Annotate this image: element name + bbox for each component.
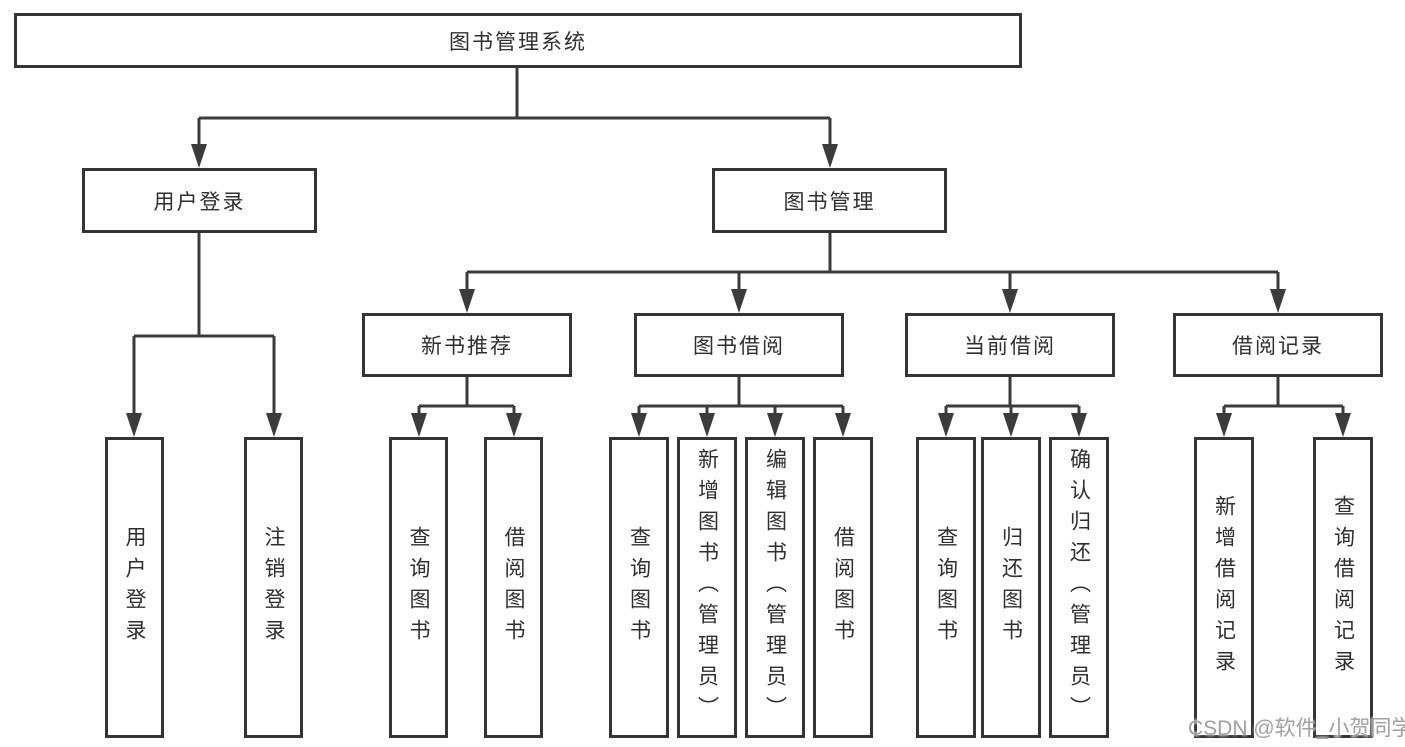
- arrow-icon: [266, 413, 282, 437]
- node-label: 查询图书: [407, 525, 430, 650]
- node-label: 归还图书: [999, 525, 1023, 650]
- node-leaf-query-books-recommend: 查询图书: [389, 437, 448, 738]
- node-label: 图书借阅: [693, 335, 785, 358]
- arrow-icon: [411, 413, 427, 437]
- arrowheads: [126, 144, 1351, 437]
- node-leaf-borrow-books: 借阅图书: [813, 437, 873, 738]
- node-label: 查询借阅记录: [1331, 494, 1355, 681]
- arrow-icon: [1216, 413, 1232, 437]
- node-label: 当前借阅: [964, 335, 1056, 358]
- node-label: 图书管理系统: [449, 30, 587, 54]
- node-borrowing-records: 借阅记录: [1173, 313, 1383, 377]
- node-leaf-user-login: 用户登录: [105, 437, 164, 738]
- node-label: 新增借阅记录: [1212, 494, 1236, 681]
- arrow-icon: [767, 413, 783, 437]
- node-book-borrowing: 图书借阅: [634, 313, 844, 377]
- node-label: 查询图书: [934, 525, 958, 650]
- arrow-icon: [1002, 289, 1018, 313]
- arrow-icon: [191, 144, 207, 168]
- connector-path: [132, 68, 1345, 417]
- node-leaf-confirm-return-admin: 确认归还（管理员）: [1049, 437, 1109, 738]
- arrow-icon: [1270, 289, 1286, 313]
- node-leaf-return-books: 归还图书: [981, 437, 1041, 738]
- node-leaf-add-borrow-record: 新增借阅记录: [1194, 437, 1254, 738]
- node-label: 借阅记录: [1232, 335, 1324, 358]
- node-leaf-edit-books-admin: 编辑图书（管理员）: [745, 437, 805, 738]
- node-label: 用户登录: [123, 525, 146, 650]
- node-current-borrowing: 当前借阅: [905, 313, 1115, 377]
- arrow-icon: [506, 413, 522, 437]
- arrow-icon: [631, 413, 647, 437]
- node-label: 注销登录: [262, 525, 285, 650]
- arrow-icon: [1335, 413, 1351, 437]
- node-book-management-system: 图书管理系统: [14, 13, 1022, 68]
- arrow-icon: [126, 413, 142, 437]
- arrow-icon: [699, 413, 715, 437]
- node-leaf-query-borrow-record: 查询借阅记录: [1313, 437, 1373, 738]
- arrow-icon: [822, 144, 838, 168]
- node-label: 借阅图书: [502, 525, 525, 650]
- node-leaf-query-books-current: 查询图书: [916, 437, 976, 738]
- node-label: 新书推荐: [421, 335, 513, 358]
- node-label: 确认归还（管理员）: [1067, 448, 1091, 727]
- node-leaf-query-books-borrowing: 查询图书: [609, 437, 669, 738]
- node-leaf-borrow-books-recommend: 借阅图书: [484, 437, 543, 738]
- csdn-watermark: CSDN @软件_小贺同学: [1188, 717, 1405, 740]
- node-label: 图书管理: [783, 190, 876, 214]
- arrow-icon: [835, 413, 851, 437]
- arrow-icon: [459, 289, 475, 313]
- node-leaf-logout: 注销登录: [244, 437, 303, 738]
- arrow-icon: [938, 413, 954, 437]
- node-label: 新增图书（管理员）: [695, 448, 719, 727]
- arrow-icon: [1071, 413, 1087, 437]
- node-user-login: 用户登录: [82, 168, 317, 233]
- node-label: 借阅图书: [831, 525, 855, 650]
- node-new-book-recommendation: 新书推荐: [362, 313, 572, 377]
- node-leaf-add-books-admin: 新增图书（管理员）: [677, 437, 737, 738]
- node-label: 查询图书: [627, 525, 651, 650]
- node-book-management: 图书管理: [712, 168, 947, 233]
- arrow-icon: [731, 289, 747, 313]
- node-label: 用户登录: [153, 190, 246, 214]
- arrow-icon: [1003, 413, 1019, 437]
- node-label: 编辑图书（管理员）: [763, 448, 787, 727]
